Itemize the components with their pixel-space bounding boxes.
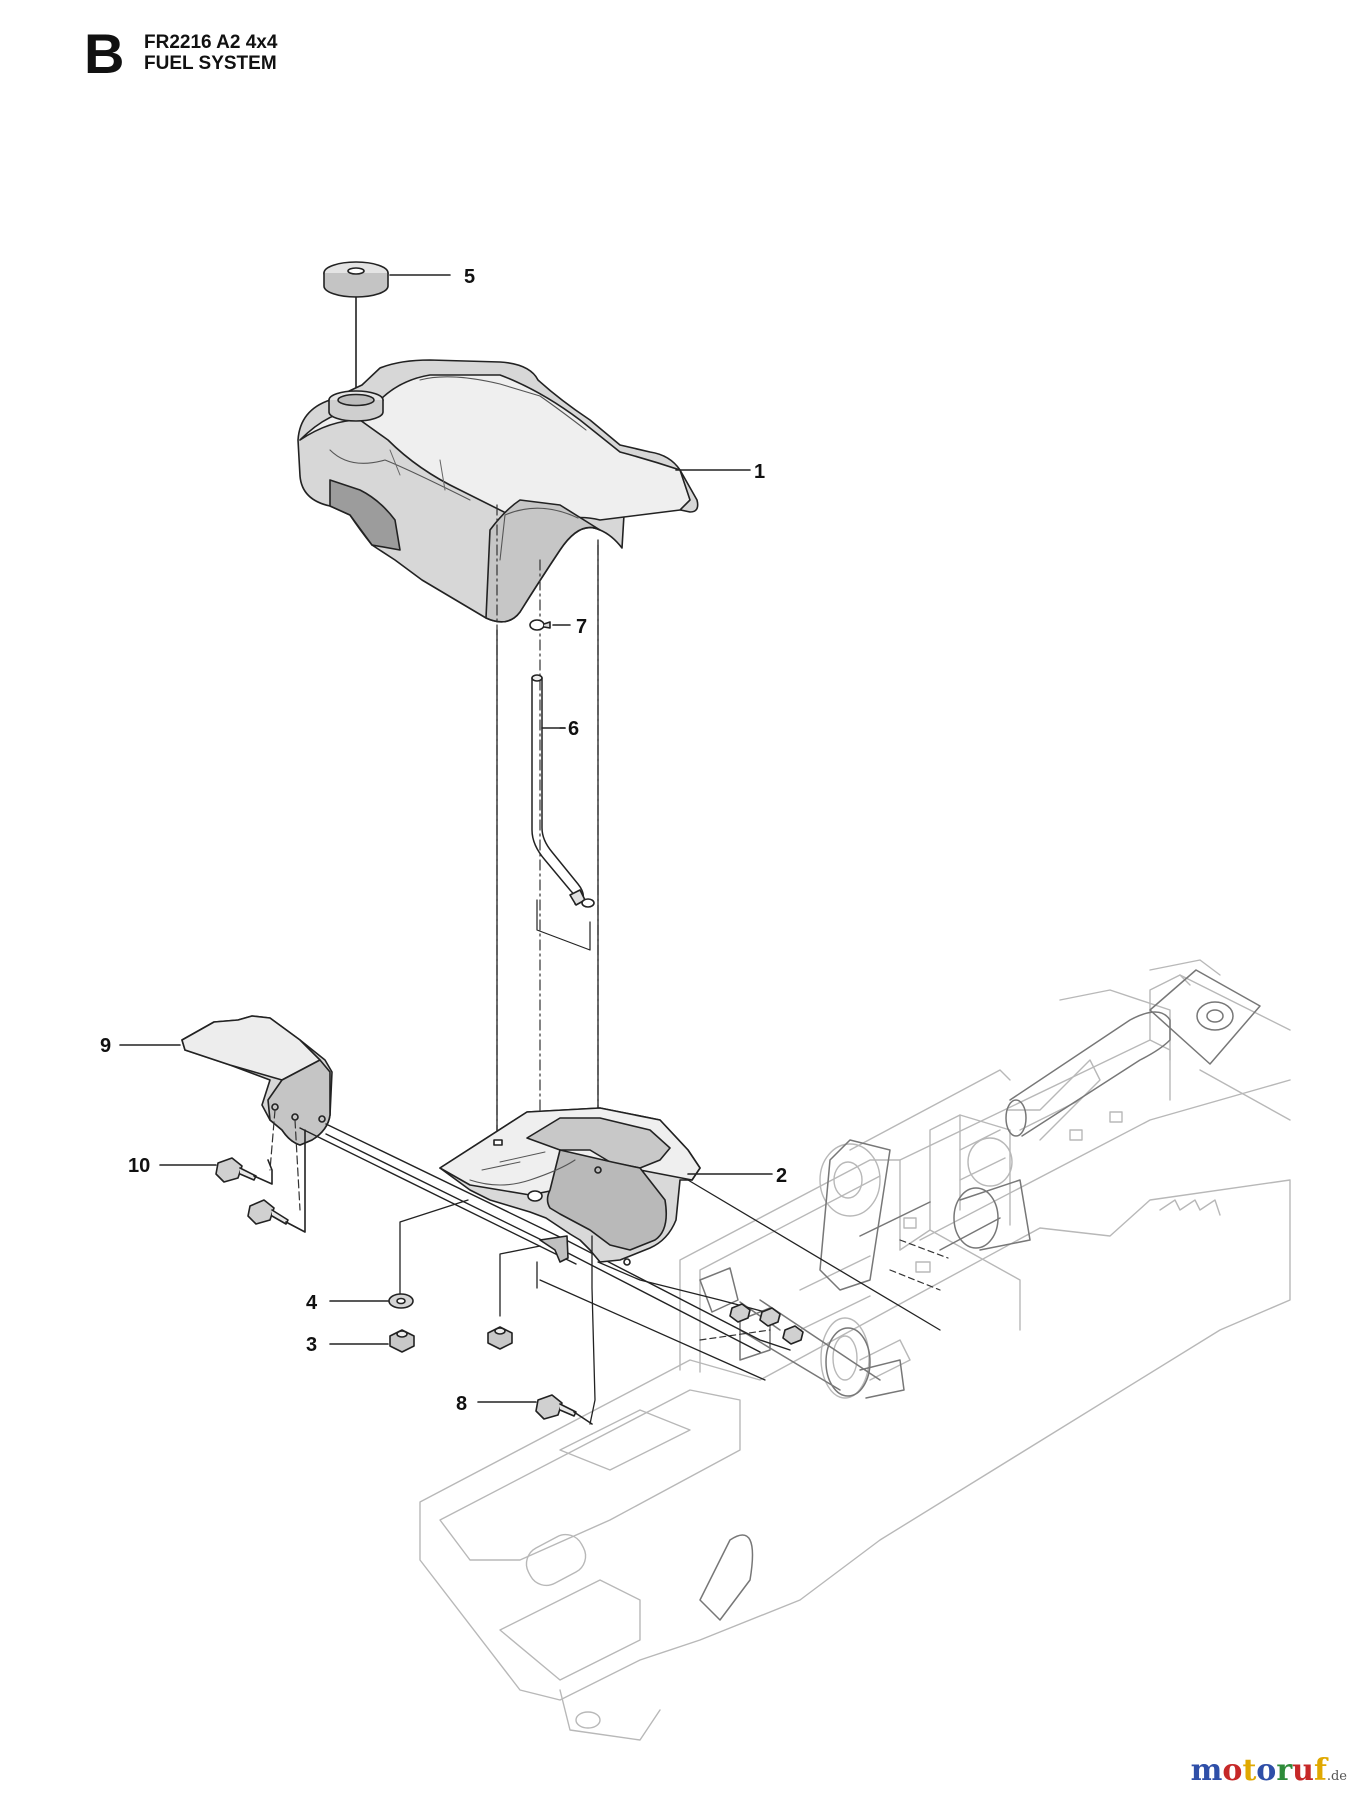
nut-center: [487, 1326, 513, 1350]
bolt-10-upper: [215, 1157, 273, 1185]
hose-clamp-upper: [529, 619, 551, 631]
fuel-hose: [531, 674, 595, 951]
callout-3: 3: [306, 1334, 317, 1356]
callout-9: 9: [100, 1035, 111, 1057]
model-name: FR2216 A2 4x4: [144, 32, 278, 53]
callout-7: 7: [576, 616, 587, 638]
heat-shield: [181, 1015, 333, 1146]
chassis-frame: [419, 959, 1291, 1741]
nut-left: [389, 1329, 415, 1353]
section-letter: B: [84, 22, 125, 85]
watermark-letter: f: [1313, 1753, 1327, 1788]
chassis-assembly-lines: [699, 1239, 949, 1341]
callout-1: 1: [754, 461, 765, 483]
callout-8: 8: [456, 1393, 467, 1415]
tank-tray: [439, 1107, 701, 1266]
watermark-letter: o: [1256, 1753, 1277, 1788]
watermark-letter: o: [1222, 1753, 1243, 1788]
watermark-logo: motoruf.de: [1191, 1753, 1347, 1788]
watermark-letter: r: [1276, 1753, 1293, 1788]
callout-4: 4: [306, 1292, 318, 1314]
chassis-bolts: [729, 1303, 804, 1345]
watermark-suffix: .de: [1326, 1769, 1347, 1784]
title-block: FR2216 A2 4x4 FUEL SYSTEM: [144, 32, 444, 74]
watermark-letter: t: [1242, 1753, 1257, 1788]
tank-guide-lines: [496, 539, 599, 1151]
shield-rods: [299, 1123, 791, 1353]
fuel-tank: [297, 359, 699, 623]
callout-10: 10: [128, 1155, 150, 1177]
callout-6: 6: [568, 718, 579, 740]
callout-5: 5: [464, 266, 475, 288]
page-title: FUEL SYSTEM: [144, 53, 277, 74]
washer: [388, 1293, 414, 1309]
watermark-letter: m: [1190, 1753, 1223, 1788]
fuel-cap: [323, 261, 389, 396]
callout-labels: 5 1 7 6 9 2 10 4 3 8: [100, 266, 787, 1415]
bolt-8: [535, 1394, 593, 1425]
bolt-10-lower: [247, 1129, 306, 1233]
callout-2: 2: [776, 1165, 787, 1187]
shield-alignment-lines: [269, 1109, 301, 1211]
chassis-details: [699, 969, 1261, 1621]
tray-guide-lines: [399, 1179, 941, 1425]
watermark-letter: u: [1292, 1753, 1314, 1788]
